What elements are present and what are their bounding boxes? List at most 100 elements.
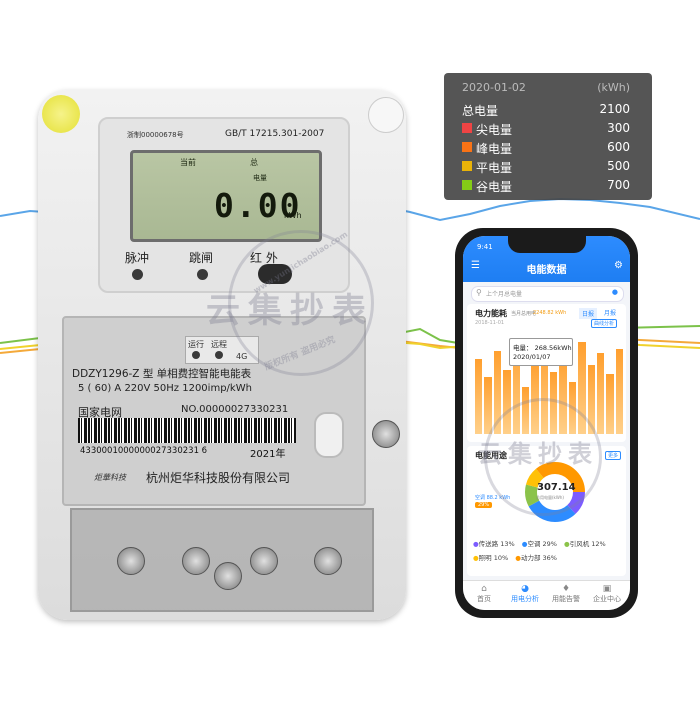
lcd-screen [130, 150, 322, 242]
bar [540, 345, 548, 434]
item-value: 600 [607, 140, 630, 154]
bar [587, 365, 595, 434]
legend-dot: ● [473, 540, 479, 548]
usage-legend-2: ●照明 10% ●动力部 36% [473, 552, 557, 562]
tab-enterprise[interactable]: ▣企业中心 [588, 585, 626, 604]
settings-icon[interactable]: ⚙ [614, 260, 623, 271]
bar [493, 350, 502, 434]
panel-row-2: 峰电量 600 [462, 138, 630, 156]
item-label: 峰电量 [476, 142, 513, 156]
4g-led-label: 4G [236, 352, 248, 361]
curve-analysis-button[interactable]: 曲线分析 [591, 319, 618, 328]
tab-home[interactable]: ⌂首页 [465, 585, 503, 604]
legend-dot: ● [473, 554, 479, 562]
standard-number: GB/T 17215.301-2007 [225, 129, 325, 139]
terminal-screw-4 [250, 547, 278, 575]
phone-notch [508, 236, 586, 253]
pulse-label: 脉冲 [125, 251, 150, 265]
pulse-led [132, 269, 143, 280]
trip-label: 跳闸 [189, 251, 214, 265]
legend-label: 空调 29% [527, 540, 557, 548]
legend-dot: ● [564, 540, 570, 548]
brand-logo: 炬華科技 [94, 473, 126, 482]
total-label: 总电量 [462, 104, 499, 118]
run-led [192, 351, 200, 359]
panel-row-1: 尖电量 300 [462, 119, 630, 137]
legend-dot: ● [515, 554, 521, 562]
mic-icon[interactable]: ● [611, 288, 618, 296]
barcode-number: 4330001000000027330231 6 [80, 446, 208, 456]
lcd-unit: kWh [284, 211, 302, 220]
side-switch [314, 412, 344, 458]
app-title: 电能数据 [526, 265, 567, 276]
grid-label: 国家电网 [78, 406, 122, 419]
seal-screw [372, 420, 400, 448]
lcd-label-current: 当前 [180, 158, 196, 167]
bar [531, 361, 539, 434]
tab-label: 用能告警 [552, 595, 580, 603]
lcd-label-total: 总 [250, 158, 258, 167]
terminal-screw-2 [182, 547, 210, 575]
bar [475, 359, 483, 434]
watermark-text-2: 云集抄表 [478, 440, 598, 468]
tab-label: 用电分析 [511, 595, 539, 603]
high-swatch [462, 142, 472, 152]
watermark-stamp-2 [484, 398, 602, 516]
air-percent: 29% [475, 502, 493, 508]
tooltip-value: 电量： 268.56kWh [513, 344, 572, 352]
tooltip-date: 2020/01/07 [513, 353, 551, 361]
panel-total-row: 总电量 2100 [462, 100, 630, 118]
item-label: 尖电量 [476, 123, 513, 137]
bar [606, 373, 614, 434]
manufacture-year: 2021年 [250, 449, 286, 460]
consumption-value: 2248.82 kWh [533, 310, 567, 316]
pie-chart-icon: ◕ [521, 584, 529, 594]
item-value: 500 [607, 159, 630, 173]
bar [596, 352, 605, 434]
home-icon: ⌂ [481, 584, 487, 594]
legend-label: 传送路 13% [478, 540, 515, 548]
chart-tooltip: 电量： 268.56kWh 2020/01/07 [509, 338, 573, 366]
bar [512, 340, 520, 434]
item-label: 平电量 [476, 161, 513, 175]
item-label: 谷电量 [476, 180, 513, 194]
terminal-screw-5 [314, 547, 342, 575]
bar [503, 369, 511, 434]
cert-number: 浙制00000678号 [127, 131, 184, 139]
top-right-cap [368, 97, 404, 133]
valley-swatch [462, 180, 472, 190]
watermark-text: 云集抄表 [206, 291, 374, 331]
tab-analysis[interactable]: ◕用电分析 [506, 585, 544, 604]
spec-text: 5 ( 60) A 220V 50Hz 1200imp/kWh [78, 383, 252, 394]
tab-daily[interactable]: 日报 [579, 308, 598, 319]
consumption-sub: 当月总用电 [511, 311, 537, 317]
bar [559, 356, 567, 434]
item-value: 700 [607, 178, 630, 192]
search-icon: ⚲ [476, 288, 482, 297]
bottom-tab-bar: ⌂首页 ◕用电分析 ♦用能告警 ▣企业中心 [463, 580, 630, 610]
search-input[interactable]: ⚲ 上个月总电量 ● [471, 286, 624, 302]
bar [484, 376, 492, 434]
watermark-stamp [228, 230, 374, 376]
tab-label: 企业中心 [593, 595, 621, 603]
menu-icon[interactable]: ☰ [471, 260, 480, 271]
legend-label: 引风机 12% [569, 540, 606, 548]
panel-unit: (kWh) [597, 81, 630, 94]
tab-alerts[interactable]: ♦用能告警 [547, 585, 585, 604]
flat-swatch [462, 161, 472, 171]
bell-icon: ♦ [561, 584, 571, 594]
air-label: 空调 88.2 kWh [475, 495, 511, 501]
terminal-screw-3 [214, 562, 242, 590]
search-placeholder: 上个月总电量 [486, 291, 523, 298]
building-icon: ▣ [602, 584, 612, 594]
more-button[interactable]: 更多 [605, 451, 622, 460]
lcd-label-energy: 电量 [253, 174, 267, 182]
bar [578, 342, 586, 434]
barcode [78, 418, 296, 443]
peak-swatch [462, 123, 472, 133]
tab-monthly[interactable]: 月报 [604, 310, 617, 317]
item-value: 300 [607, 121, 630, 135]
panel-row-3: 平电量 500 [462, 157, 630, 175]
legend-label: 照明 10% [478, 554, 509, 562]
tab-label: 首页 [477, 595, 491, 603]
